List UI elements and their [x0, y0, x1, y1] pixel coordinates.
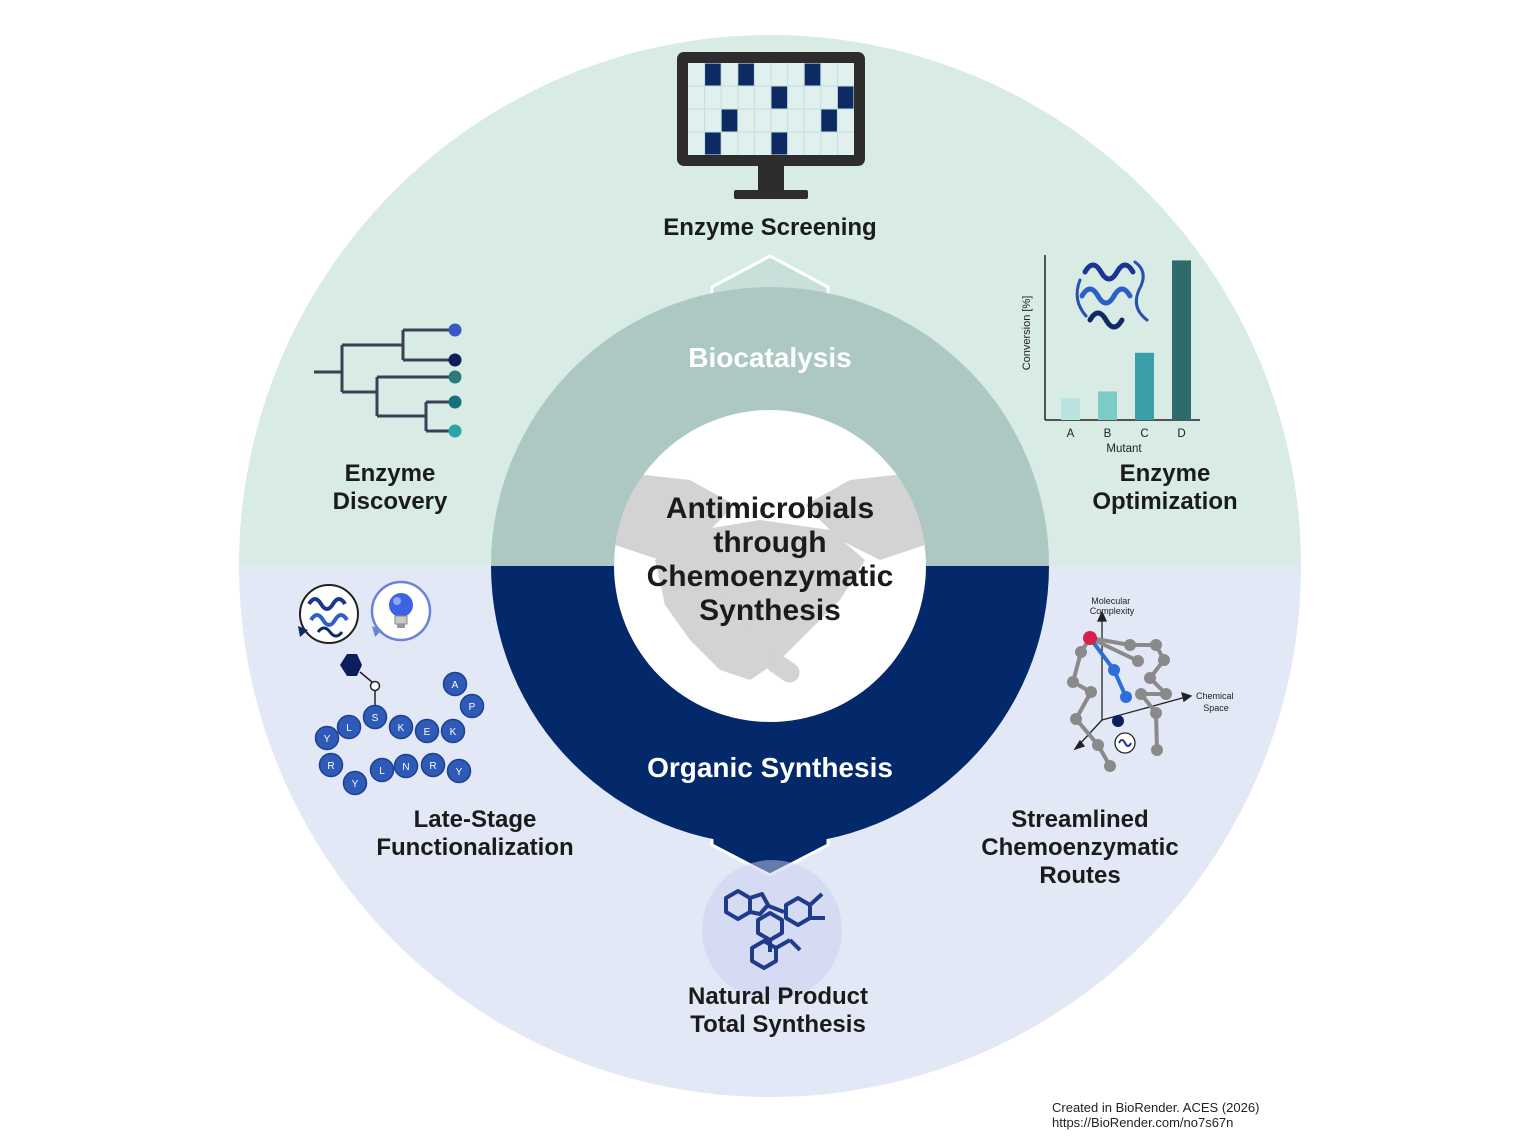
- enzyme-screening-label: Enzyme Screening: [663, 214, 877, 241]
- chart-bar-B: [1098, 391, 1117, 420]
- peptide-residue-label: A: [452, 680, 459, 691]
- peptide-chain: Y L S K E K AP R Y L N R Y: [314, 654, 485, 796]
- screen-hit-cell: [821, 109, 837, 132]
- peptide-residue: [446, 758, 472, 784]
- chart-y-axis-label: Conversion [%]: [1021, 296, 1033, 371]
- peptide-residue-label: Y: [352, 779, 359, 790]
- chart-x-axis-label: Mutant: [1106, 443, 1142, 455]
- peptide-residue-label: E: [424, 727, 431, 738]
- peptide-residue: [420, 752, 446, 778]
- peptide-residue: [314, 725, 340, 751]
- peptide-residue: [336, 714, 362, 740]
- chart-bar-D: [1172, 260, 1191, 420]
- chart-tick-label: D: [1177, 428, 1185, 440]
- screen-hit-cell: [738, 63, 754, 86]
- peptide-residue-label: L: [379, 766, 385, 777]
- enzyme-discovery-label: Enzyme Discovery: [332, 460, 448, 515]
- complexity-plot: Molecular Complexity Chemical Space: [1067, 596, 1236, 772]
- y-axis-label-line2: Complexity: [1090, 606, 1135, 616]
- peptide-residue-label: R: [327, 761, 334, 772]
- peptide-residue: [342, 770, 368, 796]
- screen-hit-cell: [837, 86, 854, 109]
- screen-hit-cell: [771, 86, 788, 109]
- peptide-residue: [318, 752, 344, 778]
- streamlined-routes-label: Streamlined Chemoenzymatic Routes: [981, 806, 1179, 889]
- chart-bar-A: [1061, 398, 1080, 420]
- chart-tick-label: C: [1140, 428, 1148, 440]
- peptide-residue: [442, 671, 468, 697]
- protein-cycle-icon: [298, 584, 359, 644]
- peptide-residue: [393, 753, 419, 779]
- optimization-chart: A B C D Mutant Conversion [%]: [1021, 255, 1200, 455]
- peptide-residue-label: P: [469, 702, 476, 713]
- svg-text:Molecular Complexity: Molecular Complexity: [1090, 596, 1135, 616]
- molecule-icon: [702, 860, 842, 1000]
- peptide-residue: [388, 714, 414, 740]
- phylogenetic-tree-icon: [314, 328, 454, 433]
- peptide-residue-label: K: [450, 727, 457, 738]
- natural-product-label: Natural Product Total Synthesis: [687, 983, 869, 1038]
- screen-hit-cell: [705, 63, 721, 86]
- handshake-icon: [614, 470, 926, 683]
- chart-tick-label: B: [1104, 428, 1112, 440]
- screen-hit-cell: [721, 109, 738, 132]
- peptide-residue-label: Y: [456, 767, 463, 778]
- target-node: [1083, 631, 1097, 645]
- center-title: Antimicrobials through Chemoenzymatic Sy…: [646, 492, 894, 627]
- x-axis-label-line1: Chemical: [1196, 691, 1234, 701]
- x-axis-label-line2: Space: [1203, 703, 1229, 713]
- peptide-residue-label: N: [402, 762, 409, 773]
- peptide-residue: [414, 718, 440, 744]
- peptide-residue: [440, 718, 466, 744]
- peptide-residue-label: Y: [324, 734, 331, 745]
- svg-text:Chemical Space: Chemical Space: [1196, 691, 1236, 713]
- organic-synthesis-label: Organic Synthesis: [647, 752, 893, 783]
- y-axis-label-line1: Molecular: [1091, 596, 1130, 606]
- peptide-residue-label: L: [346, 723, 352, 734]
- enzyme-optimization-label: Enzyme Optimization: [1092, 460, 1238, 515]
- credit-note: Created in BioRender. ACES (2026) https:…: [1052, 1100, 1260, 1130]
- peptide-residue: [369, 757, 395, 783]
- chart-bar-C: [1135, 352, 1154, 420]
- lightbulb-icon: [370, 580, 432, 642]
- chart-tick-label: A: [1067, 428, 1075, 440]
- peptide-residue-label: R: [429, 761, 436, 772]
- screen-hit-cell: [771, 132, 788, 155]
- screen-hit-cell: [804, 63, 821, 86]
- peptide-residue-label: K: [398, 723, 405, 734]
- peptide-residue: [362, 704, 388, 730]
- screen-hit-cell: [705, 132, 721, 155]
- tree-leaf-nodes: [448, 323, 462, 438]
- late-stage-functionalization-label: Late-Stage Functionalization: [376, 806, 574, 861]
- peptide-residue: [459, 693, 485, 719]
- peptide-residue-label: S: [372, 713, 379, 724]
- monitor-icon: [677, 52, 865, 199]
- biocatalysis-label: Biocatalysis: [688, 342, 852, 373]
- protein-icon: [1075, 260, 1149, 330]
- start-node: [1112, 715, 1124, 727]
